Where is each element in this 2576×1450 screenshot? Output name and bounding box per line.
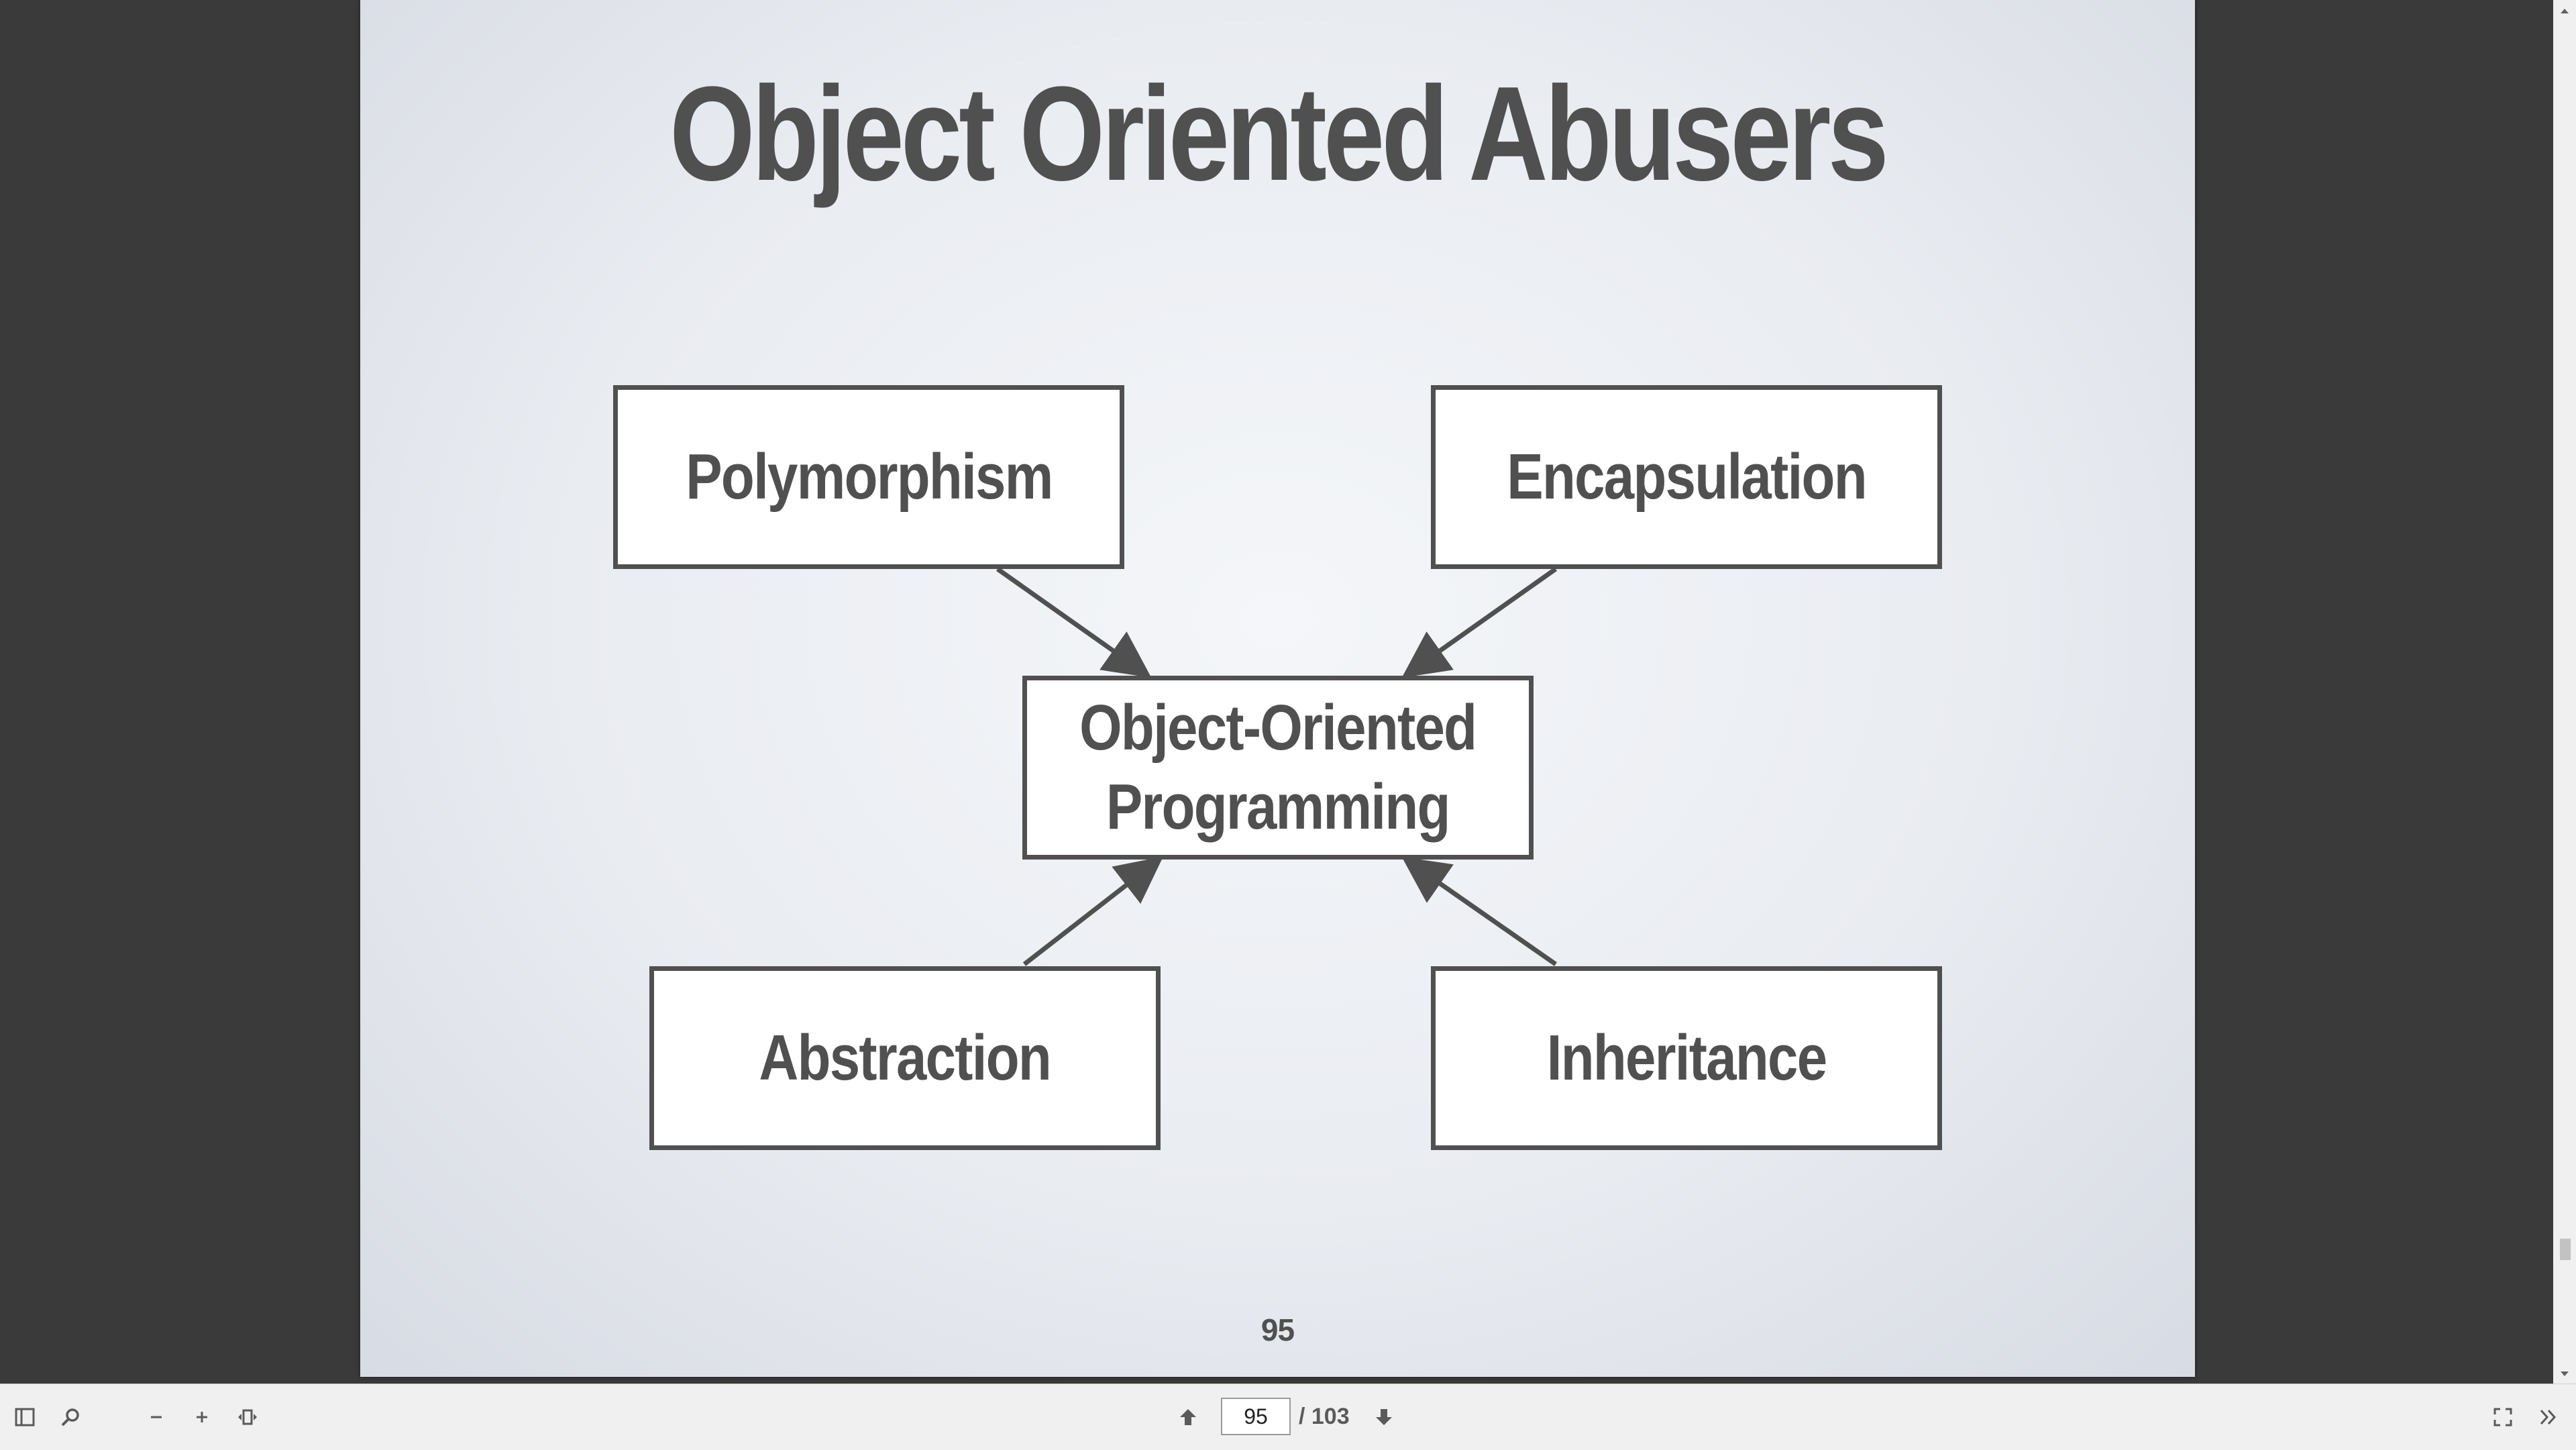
page-number-input[interactable] [1221,1398,1291,1435]
zoom-in-icon[interactable] [186,1402,217,1433]
node-object-oriented-programming: Object-Oriented Programming [1022,676,1534,860]
fullscreen-icon[interactable] [2487,1402,2518,1433]
node-label-line1: Object-Oriented [1079,692,1477,764]
node-inheritance: Inheritance [1431,966,1942,1150]
node-label-line2: Programming [1106,771,1450,843]
node-label: Polymorphism [685,441,1053,513]
node-label: Abstraction [759,1022,1052,1094]
node-label: Object-Oriented Programming [1079,688,1477,847]
scroll-up-icon[interactable] [2553,0,2576,20]
viewer-toolbar: / 103 [0,1384,2576,1450]
arrow-encapsulation-to-oop [1401,567,1558,678]
arrow-abstraction-to-oop [1022,856,1164,966]
slide-page: Object Oriented Abusers Polymorphism Enc… [360,0,2195,1377]
document-viewer[interactable]: Object Oriented Abusers Polymorphism Enc… [0,0,2576,1384]
page-total-label: / 103 [1299,1404,1350,1429]
previous-page-icon[interactable] [1173,1402,1203,1433]
node-label: Encapsulation [1507,441,1867,513]
more-tools-icon[interactable] [2533,1402,2564,1433]
node-polymorphism: Polymorphism [613,385,1124,569]
fit-width-icon[interactable] [232,1402,263,1433]
node-encapsulation: Encapsulation [1431,385,1942,569]
node-abstraction: Abstraction [649,966,1161,1150]
scrollbar-thumb[interactable] [2560,1239,2571,1260]
slide-number: 95 [1260,1312,1295,1347]
search-icon[interactable] [55,1402,86,1433]
sidebar-toggle-icon[interactable] [9,1402,40,1433]
arrow-polymorphism-to-oop [996,567,1152,678]
next-page-icon[interactable] [1368,1402,1399,1433]
zoom-out-icon[interactable] [141,1402,172,1433]
slide-title: Object Oriented Abusers [669,59,1889,209]
node-label: Inheritance [1546,1022,1827,1094]
scroll-down-icon[interactable] [2553,1363,2576,1384]
arrow-inheritance-to-oop [1401,856,1558,966]
vertical-scrollbar[interactable] [2553,0,2576,1384]
